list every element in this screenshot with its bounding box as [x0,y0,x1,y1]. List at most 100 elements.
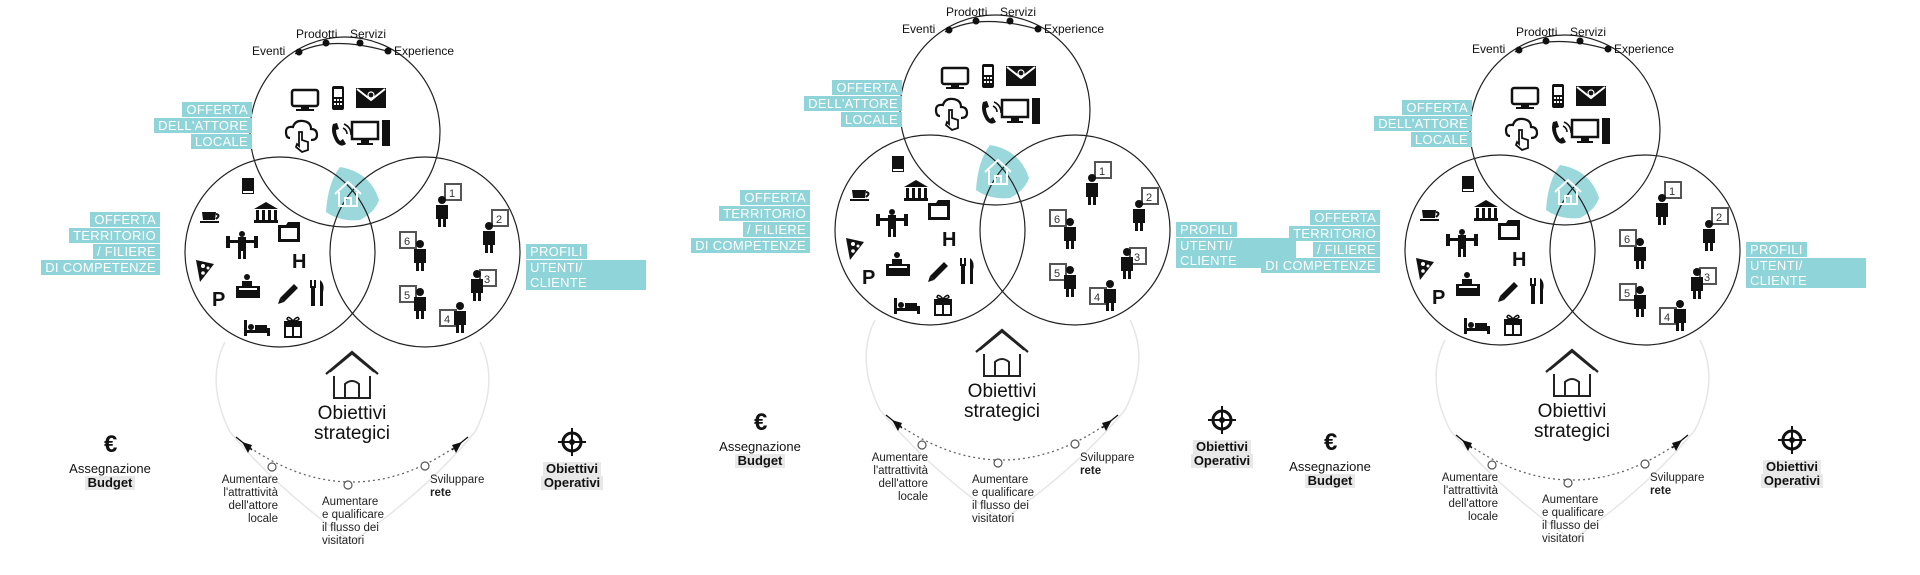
label-offerta-territorio: OFFERTA TERRITORIO / FILIERE DI COMPETEN… [680,190,810,254]
circle-profili [979,134,1171,326]
phone-call-icon [982,101,1002,124]
pizza-icon [1416,258,1434,280]
strategic-arc [891,419,1113,461]
center-intersection [976,145,1029,199]
hotel-icon: H [1512,249,1526,271]
dimension-eventi: Eventi [1472,42,1506,56]
svg-text:1: 1 [449,188,455,200]
obiettivi-strategici-title: Obiettivi strategici [963,381,1041,422]
person-profile-6-icon: 6 [1049,209,1076,249]
svg-text:1: 1 [1669,186,1675,198]
pencil-icon [928,262,948,282]
operativi-label: Obiettivi Operativi [1174,440,1270,468]
center-intersection [1546,165,1599,219]
budget-label: Assegnazione Budget [719,439,801,468]
euro-icon: € [754,409,767,436]
monitor-icon [1510,86,1540,109]
euro-icon: € [1324,429,1337,456]
phone-call-icon [332,123,352,146]
label-offerta-attore: OFFERTA DELL'ATTORE LOCALE [772,80,902,128]
dimension-experience: Experience [1044,22,1105,36]
dimension-eventi: Eventi [252,44,286,58]
person-profile-6-icon: 6 [1619,229,1646,269]
venn-diagram: H P 1 2 6 3 4 [104,36,586,543]
label-profili: PROFILI UTENTI/ CLIENTE [1746,242,1866,289]
gift-icon [934,294,952,316]
euro-icon: € [104,431,117,458]
person-profile-3-icon: 3 [471,269,497,301]
label-offerta-attore: OFFERTA DELL'ATTORE LOCALE [122,102,252,150]
dimension-experience: Experience [394,44,455,58]
house-outline-icon [1545,348,1599,397]
parking-icon: P [212,289,225,311]
person-profile-3-icon: 3 [1691,267,1717,299]
house-outline-icon [325,350,379,399]
dimension-prodotti: Prodotti [1516,25,1558,39]
venn-panel-3: H P 1 2 6 3 4 [1250,20,1870,575]
bed-icon [894,298,920,314]
coffee-cup-icon [200,212,220,223]
parking-icon: P [862,267,875,289]
label-offerta-territorio: OFFERTA TERRITORIO / FILIERE DI COMPETEN… [1250,210,1380,274]
monitor-icon [290,88,320,111]
email-icon [1006,66,1036,86]
house-intersection-icon [334,180,362,207]
target-icon [1208,406,1236,434]
house-intersection-icon [1554,178,1582,205]
label-profili: PROFILI UTENTI/ CLIENTE [526,244,646,291]
gift-icon [1504,314,1522,336]
mobile-phone-icon [1552,84,1564,108]
operativi-label: Obiettivi Operativi [524,462,620,490]
goal-flusso-visitatori: Aumentare e qualificare il flusso dei vi… [972,474,1035,525]
svg-text:3: 3 [1704,272,1710,284]
svg-text:1: 1 [1099,166,1105,178]
coffee-cup-icon [1420,210,1440,221]
phone-call-icon [1552,121,1572,144]
obiettivi-strategici-title: Obiettivi strategici [313,403,391,444]
desktop-computer-icon [350,120,390,146]
bed-icon [1464,318,1490,334]
folder-icon [928,200,950,220]
pencil-icon [278,284,298,304]
pencil-icon [1498,282,1518,302]
cloud-touch-icon [934,97,969,132]
strategic-arc [1461,439,1683,481]
goal-attrattivita: Aumentare l'attrattività dell'attore loc… [871,452,928,503]
svg-text:4: 4 [1094,292,1100,304]
folder-icon [278,222,300,242]
goal-sviluppare-rete: Sviluppare rete [1080,452,1135,477]
museum-icon [904,180,928,201]
house-intersection-icon [984,158,1012,185]
book-icon [242,178,254,194]
strategic-area [865,319,1140,521]
venn-panel-1: H P 1 2 6 3 4 [30,22,650,575]
museum-icon [254,202,278,223]
cloud-touch-icon [284,119,319,154]
svg-text:6: 6 [404,236,410,248]
person-profile-5-icon: 5 [1619,283,1646,317]
goal-sviluppare-rete: Sviluppare rete [1650,472,1705,497]
hotel-icon: H [292,251,306,273]
label-offerta-attore: OFFERTA DELL'ATTORE LOCALE [1342,100,1472,148]
person-profile-4-icon: 4 [439,302,466,333]
venn-panel-2: H P 1 2 6 3 4 [680,0,1300,575]
fitness-icon [1446,229,1478,257]
goal-attrattivita: Aumentare l'attrattività dell'attore loc… [1441,472,1498,523]
dimension-prodotti: Prodotti [946,5,988,19]
desktop-computer-icon [1000,98,1040,124]
budget-label: Assegnazione Budget [69,461,151,490]
svg-text:2: 2 [1716,212,1722,224]
pizza-icon [196,260,214,282]
goal-flusso-visitatori: Aumentare e qualificare il flusso dei vi… [1542,494,1605,545]
circle-profili [1549,154,1741,346]
cutlery-icon [1530,278,1544,304]
parking-icon: P [1432,287,1445,309]
strategic-area [1435,339,1710,541]
dimension-eventi: Eventi [902,22,936,36]
monitor-icon [940,66,970,89]
svg-text:3: 3 [484,274,490,286]
cutlery-icon [960,258,974,284]
house-outline-icon [975,328,1029,377]
circle-profili [329,156,521,348]
